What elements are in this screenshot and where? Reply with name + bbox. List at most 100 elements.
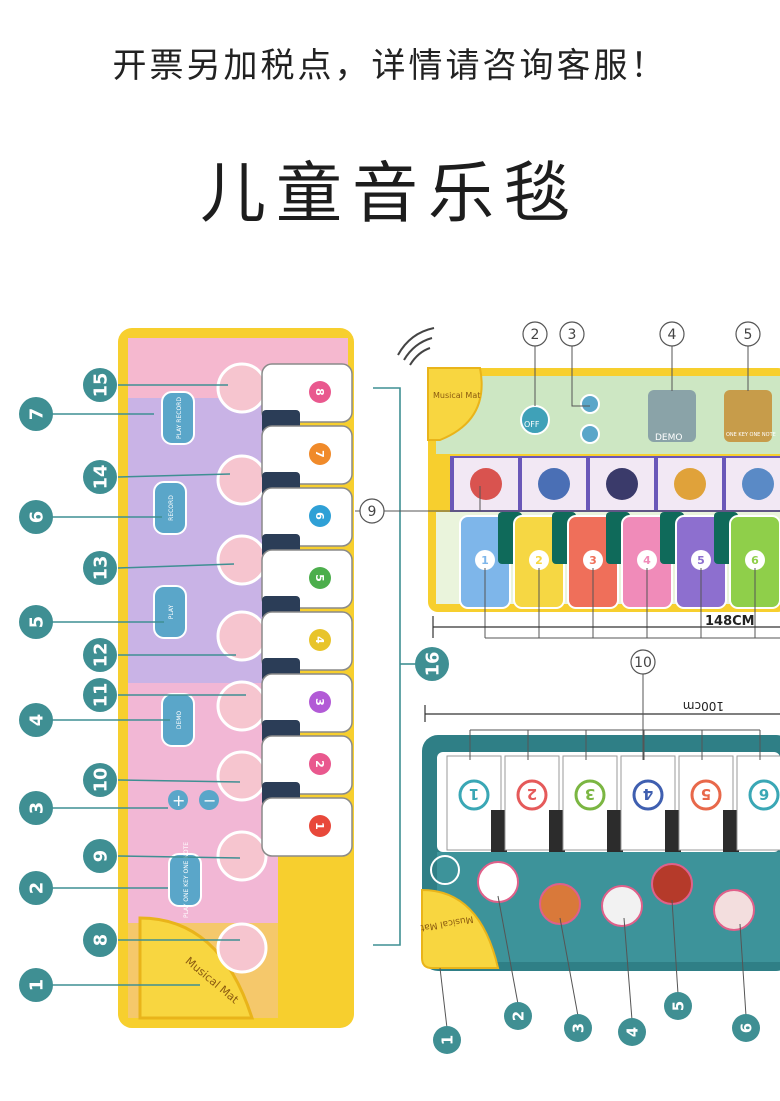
- callout-mid-12-badge: [83, 638, 117, 672]
- mat3-corner: [421, 888, 500, 969]
- callout-bottom-4-number: 4: [624, 1027, 641, 1037]
- callout-left-5-badge: [19, 605, 53, 639]
- note-circle-icon: [516, 779, 548, 811]
- key-number: 1: [469, 785, 479, 803]
- animal-sound-icon: [601, 885, 643, 927]
- key-number: 6: [759, 785, 769, 803]
- mat3-piano-key: 1: [446, 755, 507, 852]
- callout-bottom-6-number: 6: [738, 1023, 755, 1033]
- callout-mid-9-ring: [359, 498, 385, 524]
- sound-wave-icon: [397, 327, 435, 366]
- instrument-tile: [726, 458, 780, 510]
- callout-left-7-number: 7: [26, 408, 47, 420]
- mat1-mode-button: DEMO: [161, 693, 195, 747]
- callout-top-10-ring: [630, 649, 656, 675]
- star-icon: [475, 550, 495, 570]
- callout-bottom-3-badge: [564, 1014, 592, 1042]
- callout-bottom-5-badge: [664, 992, 692, 1020]
- instrument-tile: [454, 458, 518, 510]
- mat1-mode-button: PLAY: [153, 585, 187, 639]
- callout-left-2: 2: [19, 871, 53, 905]
- callout-left-2-badge: [19, 871, 53, 905]
- callout-mid-8: 8: [83, 923, 117, 957]
- callout-bottom-1-badge: [433, 1026, 461, 1054]
- callout-mid-14: 14: [83, 460, 117, 494]
- star-icon: [691, 550, 711, 570]
- callout-mid-10-badge: [83, 763, 117, 797]
- key-number: 2: [535, 554, 543, 567]
- callout-top-3-ring: [559, 321, 585, 347]
- invoice-notice: 开票另加税点，详情请咨询客服！: [112, 46, 668, 86]
- one-key-button-icon: [724, 390, 772, 442]
- star-icon: [309, 443, 331, 465]
- key-number: 2: [527, 785, 537, 803]
- key-number: 4: [643, 554, 651, 567]
- key-number: 4: [643, 785, 653, 803]
- plus-label: +: [172, 791, 185, 810]
- callout-left-1-number: 1: [26, 979, 47, 991]
- callout-left-6: 6: [19, 500, 53, 534]
- callout-left-3: 3: [19, 791, 53, 825]
- mat1-bracket: [373, 387, 416, 946]
- key-number: 6: [751, 554, 759, 567]
- callout-left-5: 5: [19, 605, 53, 639]
- sound-pad-icon: [216, 362, 268, 414]
- white-key: [261, 549, 353, 609]
- callout-top-3: 3: [559, 321, 585, 347]
- mat2-corner-text: Musical Mat: [433, 391, 480, 400]
- callout-left-7: 7: [19, 397, 53, 431]
- mat2-corner: [427, 367, 483, 441]
- star-icon: [637, 550, 657, 570]
- callout-bracket-16-badge: [415, 647, 449, 681]
- volume-up-icon: [580, 394, 600, 414]
- callout-left-6-number: 6: [26, 511, 47, 523]
- callout-top-10-number: 10: [634, 655, 652, 671]
- callout-mid-15-badge: [83, 368, 117, 402]
- mat3-piano-key: 6: [736, 755, 780, 851]
- callout-mid-10: 10: [83, 763, 117, 797]
- instrument-icon: [470, 468, 502, 500]
- mode-button-label: DEMO: [176, 711, 183, 730]
- mode-button-icon: [153, 585, 187, 639]
- callout-bottom-3-number: 3: [570, 1023, 587, 1033]
- white-key: [261, 797, 353, 857]
- instrument-tile: [590, 458, 654, 510]
- callout-top-4-ring: [659, 321, 685, 347]
- star-icon: [309, 815, 331, 837]
- callout-left-2-number: 2: [26, 882, 47, 894]
- callout-bracket-16-number: 16: [422, 652, 443, 677]
- callout-bottom-4: 4: [618, 1018, 646, 1046]
- mat1: Musical Mat PLAY RECORDRECORDPLAYDEMOPLA…: [118, 328, 354, 1028]
- instrument-icon: [538, 468, 570, 500]
- mode-button-label: PLAY ONE KEY ONE NOTE: [183, 842, 190, 918]
- volume-down-icon: [580, 424, 600, 444]
- mode-button-icon: [168, 853, 202, 907]
- key-number: 5: [701, 785, 711, 803]
- mode-button-icon: [153, 481, 187, 535]
- callout-top-4: 4: [659, 321, 685, 347]
- off-label: OFF: [524, 420, 540, 429]
- minus-button-icon: [199, 790, 219, 810]
- animal-sound-icon: [539, 883, 581, 925]
- one-key-label: ONE KEY ONE NOTE: [726, 432, 776, 438]
- callout-mid-13: 13: [83, 551, 117, 585]
- instrument-tile: [658, 458, 722, 510]
- key-number: 3: [313, 698, 326, 706]
- callout-mid-14-number: 14: [90, 465, 111, 490]
- horn-icon: [430, 855, 460, 885]
- callout-bottom-6-badge: [732, 1014, 760, 1042]
- star-icon: [745, 550, 765, 570]
- mat1-mode-button: RECORD: [153, 481, 187, 535]
- white-key: [261, 487, 353, 547]
- white-key: [261, 363, 353, 423]
- mat1-mode-button: PLAY ONE KEY ONE NOTE: [168, 842, 202, 918]
- instrument-icon: [742, 468, 774, 500]
- star-icon: [583, 550, 603, 570]
- callout-bottom-1-number: 1: [439, 1035, 456, 1045]
- sound-pad-icon: [216, 922, 268, 974]
- dimension-100-label: 100cm: [683, 699, 724, 713]
- callout-mid-11-number: 11: [90, 683, 111, 708]
- sound-pad-icon: [216, 534, 268, 586]
- white-key: [261, 425, 353, 485]
- sound-pad-icon: [216, 680, 268, 732]
